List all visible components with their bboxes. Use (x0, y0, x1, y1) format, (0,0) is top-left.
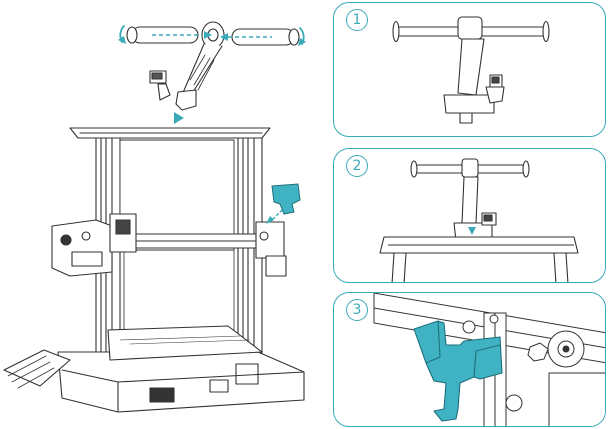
step-3-illustration (334, 293, 606, 427)
teal-mount-bracket (272, 184, 300, 214)
step-panel-1: 1 (333, 2, 606, 137)
print-head (52, 214, 136, 276)
printer-base (58, 326, 304, 412)
step-panel-3: 3 (333, 292, 606, 427)
printer-assembly-illustration (0, 0, 330, 429)
insert-arrow-icon (174, 112, 184, 124)
step-2-illustration (334, 149, 606, 283)
step-1-illustration (334, 3, 606, 137)
printer-top-frame (70, 128, 270, 138)
step-panel-2: 2 (333, 148, 606, 283)
